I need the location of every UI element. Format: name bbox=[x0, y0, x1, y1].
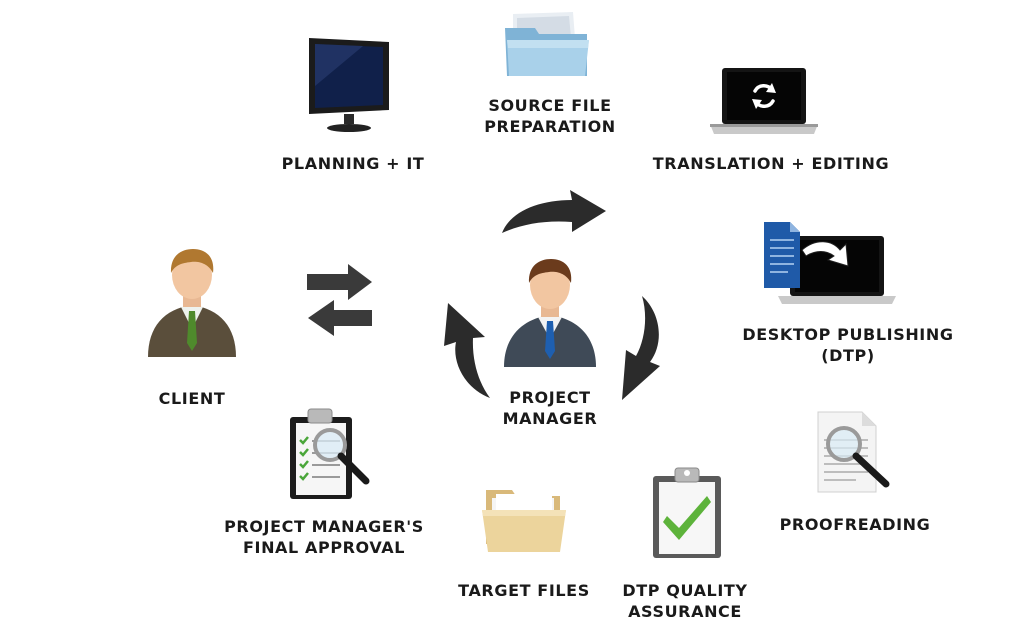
client-person-icon bbox=[144, 245, 240, 357]
document-to-laptop-icon bbox=[760, 220, 898, 306]
approval-label-line1: PROJECT MANAGER'S bbox=[224, 517, 424, 536]
manager-person-icon bbox=[500, 255, 600, 367]
center-label: PROJECT MANAGER bbox=[490, 387, 610, 429]
clipboard-checkmark-icon bbox=[651, 466, 723, 560]
laptop-refresh-icon bbox=[708, 66, 820, 136]
cycle-arrow-right bbox=[622, 296, 660, 400]
exchange-arrows bbox=[307, 264, 372, 336]
client-label: CLIENT bbox=[158, 389, 226, 408]
proofreading-label: PROOFREADING bbox=[779, 515, 931, 534]
open-folder-icon bbox=[480, 484, 568, 554]
dtp-qa-label-line1: DTP QUALITY bbox=[622, 581, 748, 600]
dtp-qa-label: DTP QUALITY ASSURANCE bbox=[605, 580, 765, 622]
dtp-label-line1: DESKTOP PUBLISHING bbox=[742, 325, 954, 344]
exchange-arrow-left bbox=[308, 300, 372, 336]
exchange-arrow-right bbox=[307, 264, 372, 300]
translation-label: TRANSLATION + EDITING bbox=[652, 154, 890, 173]
dtp-qa-label-line2: ASSURANCE bbox=[628, 602, 742, 621]
approval-label-line2: FINAL APPROVAL bbox=[242, 538, 406, 557]
planning-label: PLANNING + IT bbox=[281, 154, 425, 173]
source-label-line2: PREPARATION bbox=[484, 117, 616, 136]
clipboard-magnifier-icon bbox=[288, 407, 372, 501]
dtp-label-line2: (DTP) bbox=[821, 346, 875, 365]
cycle-arrow-top bbox=[502, 190, 606, 233]
dtp-label: DESKTOP PUBLISHING (DTP) bbox=[738, 324, 958, 366]
source-label-line1: SOURCE FILE bbox=[488, 96, 612, 115]
center-label-line1: PROJECT bbox=[509, 388, 591, 407]
monitor-icon bbox=[303, 36, 395, 134]
approval-label: PROJECT MANAGER'S FINAL APPROVAL bbox=[214, 516, 434, 558]
cycle-arrow-left bbox=[444, 303, 490, 398]
source-label: SOURCE FILE PREPARATION bbox=[460, 95, 640, 137]
document-magnifier-icon bbox=[810, 410, 896, 494]
center-label-line2: MANAGER bbox=[502, 409, 598, 428]
target-label: TARGET FILES bbox=[458, 581, 590, 600]
blue-folder-icon bbox=[503, 8, 591, 80]
